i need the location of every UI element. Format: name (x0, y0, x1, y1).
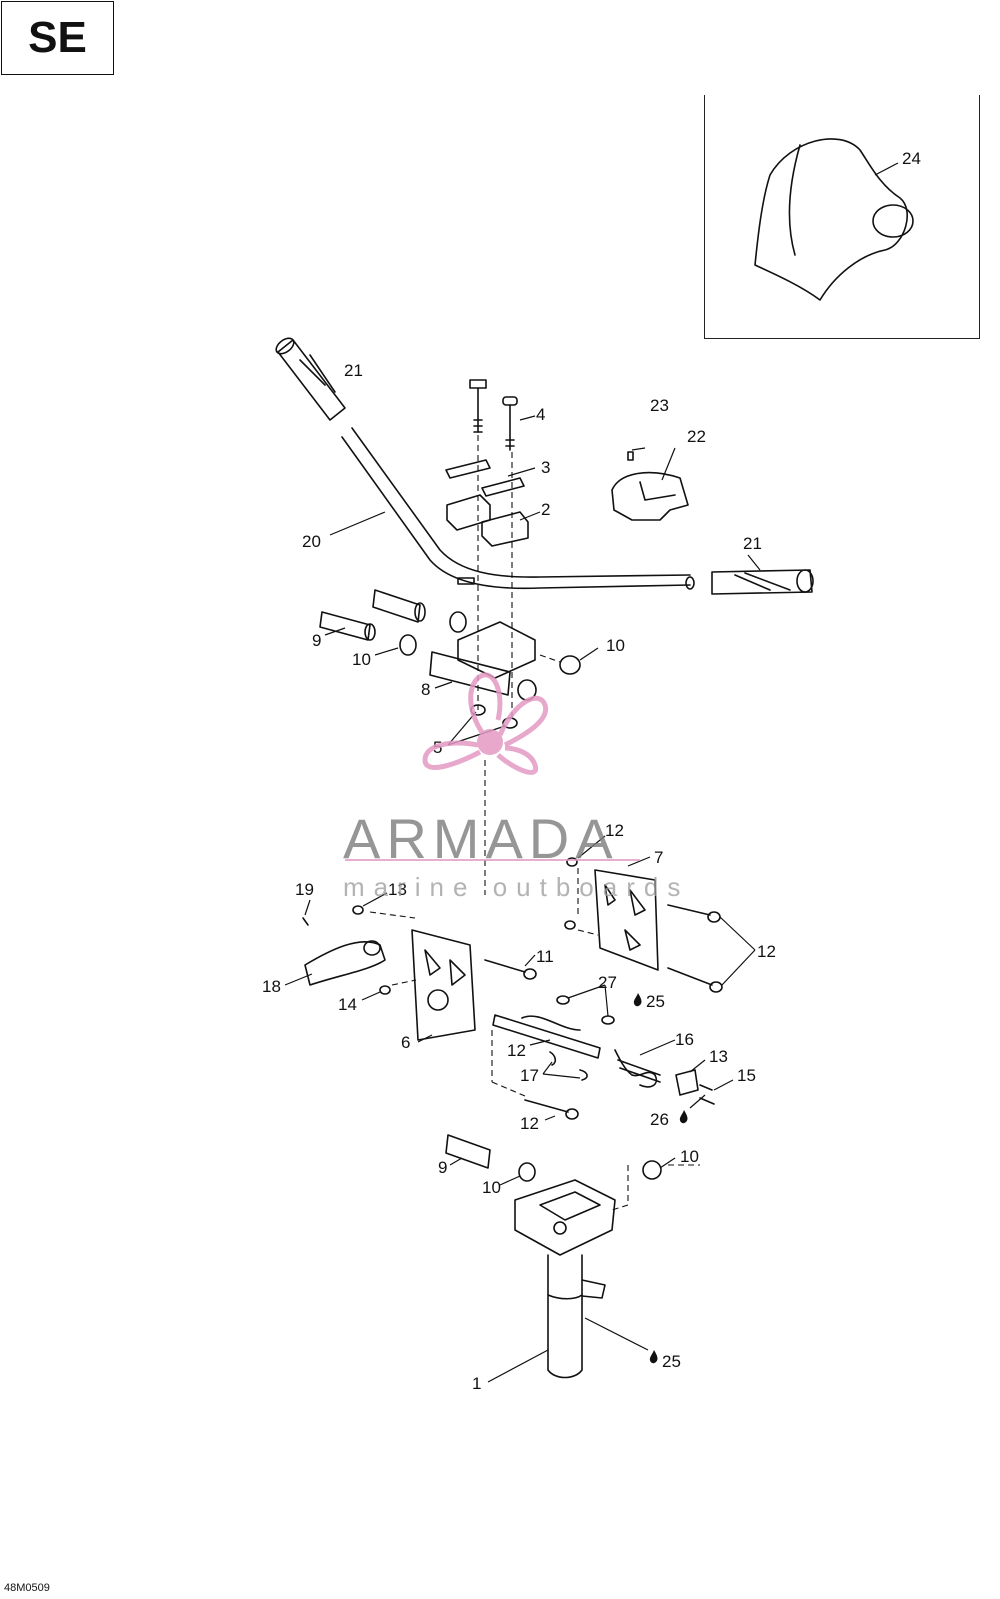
lever-part (302, 917, 386, 986)
grease-drop-icon (679, 1110, 688, 1124)
callout-10c: 10 (482, 1178, 501, 1197)
callout-20: 20 (302, 532, 321, 551)
callout-26: 26 (650, 1110, 669, 1129)
callout-13: 12 (507, 1041, 526, 1060)
callout-14: 13 (709, 1047, 728, 1066)
callout-24: 24 (902, 149, 921, 168)
steering-column-part (445, 1134, 662, 1379)
clamp-bolts-part (445, 379, 529, 547)
callout-15: 15 (737, 1066, 756, 1085)
lubricant-drops (633, 993, 688, 1364)
assembly-lines (369, 435, 700, 1211)
inset-panel (704, 95, 980, 339)
callout-21: 21 (344, 361, 363, 380)
callout-18: 18 (262, 977, 281, 996)
callout-17: 17 (520, 1066, 539, 1085)
callout-7: 7 (654, 848, 663, 867)
callout-4: 4 (536, 405, 545, 424)
callout-10d: 10 (680, 1147, 699, 1166)
shaft-spring-part (492, 995, 715, 1105)
model-badge: SE (1, 1, 114, 75)
callout-23: 23 (650, 396, 669, 415)
callout-3: 3 (541, 458, 550, 477)
grease-drop-icon (633, 993, 642, 1007)
leader-lines (284, 162, 899, 1383)
callout-25b: 25 (662, 1352, 681, 1371)
callout-6: 6 (401, 1033, 410, 1052)
callout-22: 22 (687, 427, 706, 446)
callout-25: 25 (646, 992, 665, 1011)
callout-16: 16 (675, 1030, 694, 1049)
grip-right-part (685, 569, 814, 595)
callout-12: 12 (605, 821, 624, 840)
hand-guard-part (754, 138, 914, 301)
callout-labels: 24 21 4 3 2 23 22 20 21 9 10 10 8 5 12 7… (262, 149, 921, 1393)
callout-9: 9 (312, 631, 321, 650)
callout-8: 8 (421, 680, 430, 699)
callout-11: 11 (536, 947, 554, 966)
callout-10: 10 (352, 650, 371, 669)
grease-drop-icon (649, 1350, 658, 1364)
callout-10b: 10 (606, 636, 625, 655)
callout-9b: 9 (438, 1158, 447, 1177)
callout-12c: 14 (338, 995, 357, 1014)
handlebar-part (341, 427, 691, 590)
callout-11c: 12 (520, 1114, 539, 1133)
grip-left-part (275, 337, 346, 421)
callout-1: 1 (472, 1374, 481, 1393)
callout-2: 2 (541, 500, 550, 519)
watermark-tagline: marine outboards (343, 872, 690, 902)
watermark-logo-icon (422, 672, 549, 775)
callout-11b: 12 (757, 942, 776, 961)
callout-19: 19 (295, 880, 314, 899)
watermark-brand: ARMADA (343, 807, 619, 870)
callout-12b: 13 (388, 880, 407, 899)
callout-27: 27 (598, 973, 617, 992)
throttle-housing-part (611, 451, 689, 521)
callout-21b: 21 (743, 534, 762, 553)
diagram-code: 48M0509 (4, 1582, 50, 1594)
